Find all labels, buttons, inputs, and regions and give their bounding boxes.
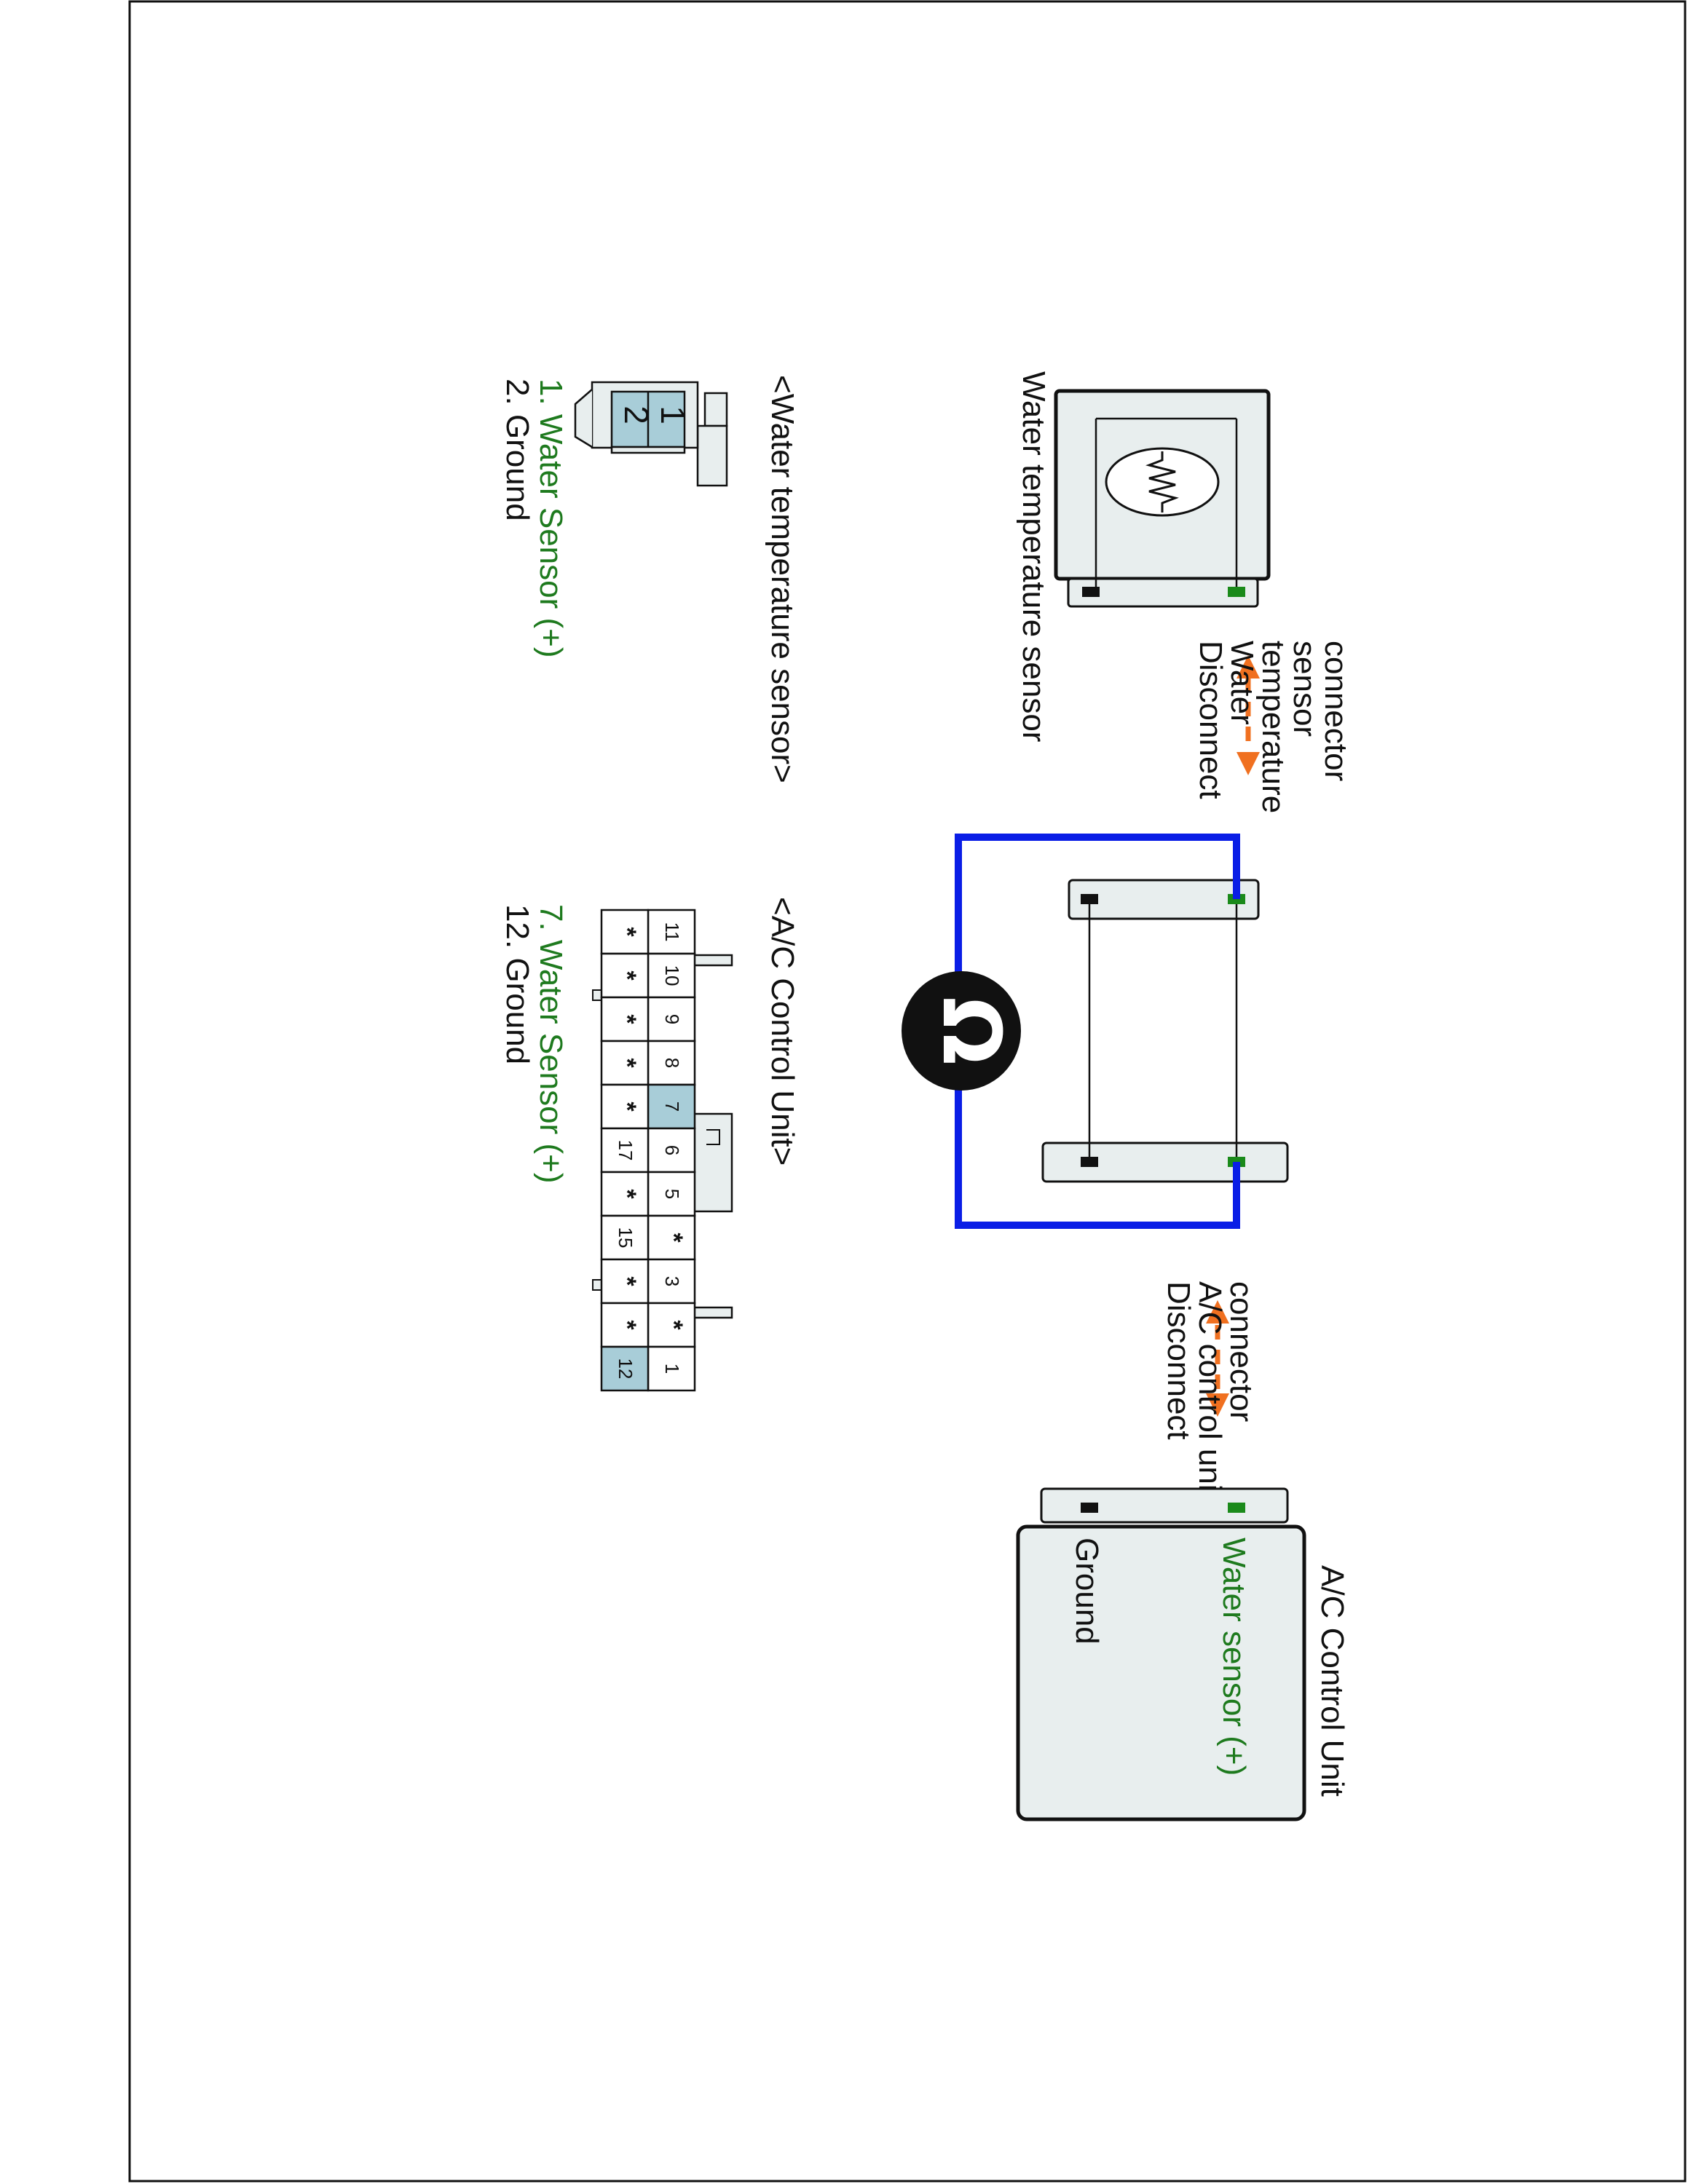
sensor-pin-1: 1 [654,405,692,424]
sensor-disconnect-label: Disconnect Water temperature sensor conn… [1193,641,1354,822]
ac-pin-cell [600,909,650,955]
control-unit-disconnect-arrow [1206,1300,1229,1417]
ac-connector-face: 11 10 9 8 7 6 5 * 3 * 1 * * * * * 17 * 15 * * 12 [592,909,733,1392]
sensor-connector-title: <Water temperature sensor> [765,375,800,783]
ac-pin-label: 5 [661,1189,683,1199]
ac-pin-label: 1 [661,1364,683,1374]
ac-control-unit-title: A/C Control Unit [1314,1565,1350,1797]
sensor-terminal-black [1082,587,1100,597]
ac-pin-cell [600,996,650,1042]
ac-pin-label: 3 [661,1276,683,1286]
ac-legend-1: 7. Water Sensor (+) [533,904,569,1184]
jumper-harness [1041,879,1289,1183]
ac-pin-label: 6 [661,1145,683,1155]
ac-pin-label: 8 [661,1058,683,1068]
ac-legend: 7. Water Sensor (+) 12. Ground [500,904,569,1192]
sensor-title: Water temperature sensor [1016,371,1052,742]
ac-pin-label: 15 [615,1227,636,1249]
sensor-legend: 1. Water Sensor (+) 2. Ground [500,379,569,667]
ac-pin-label: * [613,970,641,981]
sensor-terminal-green [1228,587,1245,597]
sensor-connector-face: 1 2 [574,381,728,487]
ohmmeter: Ω [902,971,1021,1091]
control-unit-disconnect-label: Disconnect A/C control unit connector [1161,1281,1259,1509]
sensor-legend-2: 2. Ground [500,379,535,521]
sensor-disconnect-arrow [1237,655,1260,775]
ohm-symbol: Ω [925,997,1018,1065]
ac-pin-label: 10 [661,965,683,986]
ac-pin-label: * [613,927,641,937]
ac-pin-cell [600,1345,650,1392]
ac-pin-cell [600,1171,650,1217]
ac-pin-cell [647,996,696,1042]
ac-pin-label: 9 [661,1014,683,1024]
ac-pin-cell [600,1083,650,1130]
ac-pin-label: * [660,1320,687,1330]
sensor-legend-1: 1. Water Sensor (+) [533,379,569,658]
ac-pin-label: 17 [615,1140,636,1161]
ac-pin-label: * [613,1189,641,1199]
ac-pin-label: 7 [661,1101,683,1112]
ac-connector-title: <A/C Control Unit> [765,897,800,1166]
water-temperature-sensor [1054,389,1271,608]
ac-water-sensor-label: Water sensor (+) [1216,1538,1252,1776]
ac-control-unit [1016,1487,1306,1821]
ac-pin-label: * [613,1058,641,1068]
ac-legend-2: 12. Ground [500,904,535,1064]
ac-pin-cell [600,1040,650,1086]
page-frame [128,0,1687,2183]
ac-pin-label: 12 [615,1358,636,1380]
meter-probe-wire [955,834,1240,1229]
ac-pin-label: * [613,1320,641,1330]
sensor-pin-2: 2 [618,405,655,424]
ac-pin-cell [647,1083,696,1130]
ac-pin-cell [600,1302,650,1348]
ac-pin-label: * [660,1233,687,1243]
ac-ground-label: Ground [1069,1538,1105,1645]
ac-pin-cell [600,1258,650,1305]
ac-pin-cell [647,1302,696,1348]
ac-pin-label: * [613,1101,641,1112]
ac-pin-label: * [613,1014,641,1024]
ac-pin-label: 11 [661,922,683,942]
ac-pin-label: * [613,1276,641,1286]
